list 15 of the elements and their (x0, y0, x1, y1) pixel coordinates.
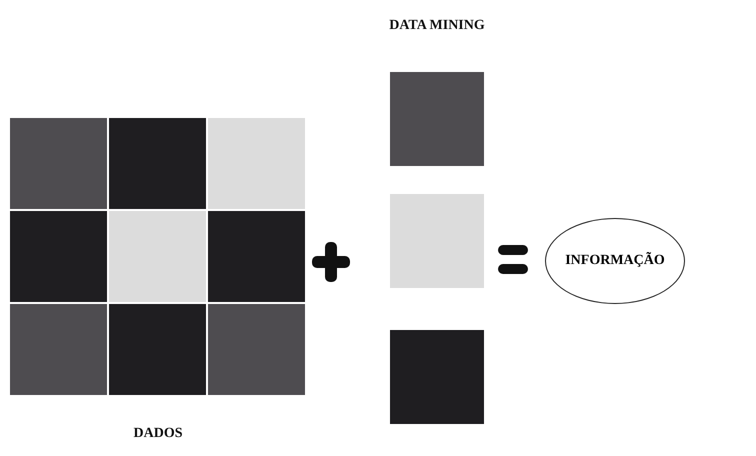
group-heading: DADOS (132, 426, 184, 442)
square-tile (109, 211, 206, 302)
group-heading: DATA MINING (388, 18, 486, 34)
square-tile (390, 330, 484, 424)
square-tile (109, 304, 206, 395)
ellipse-node: INFORMAÇÃO (545, 218, 685, 304)
square-tile (208, 304, 305, 395)
square-tile (208, 118, 305, 209)
square-tile (10, 304, 107, 395)
square-tile (390, 194, 484, 288)
square-tile (208, 211, 305, 302)
square-tile (109, 118, 206, 209)
square-tile (390, 72, 484, 166)
square-tile (10, 211, 107, 302)
square-tile (10, 118, 107, 209)
